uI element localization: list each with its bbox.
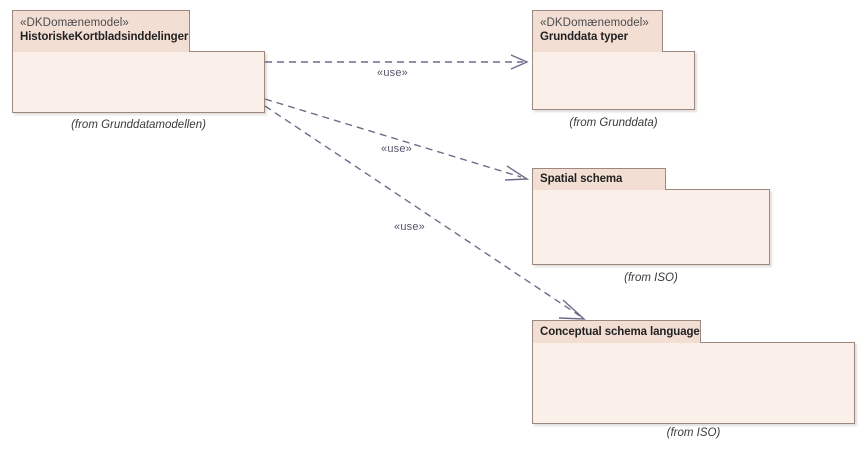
connector-label-use-conceptual-schema-language: «use» — [394, 221, 425, 233]
package-body[interactable] — [532, 342, 855, 424]
connector-use-spatial-schema[interactable] — [264, 98, 530, 181]
package-tab[interactable]: Spatial schema — [532, 168, 666, 190]
package-tab[interactable]: Conceptual schema language — [532, 320, 701, 343]
package-body[interactable] — [12, 51, 265, 113]
package-stereotype: «DKDomænemodel» — [540, 17, 649, 29]
package-stereotype: «DKDomænemodel» — [20, 17, 129, 29]
package-caption: (from Grunddatamodellen) — [71, 119, 206, 131]
package-name: Spatial schema — [540, 173, 623, 185]
package-tab[interactable]: «DKDomænemodel» Grunddata typer — [532, 10, 663, 52]
package-name: Conceptual schema language — [540, 326, 700, 338]
connector-label-use-spatial-schema: «use» — [381, 143, 412, 155]
package-caption: (from Grunddata) — [569, 117, 658, 129]
package-tab[interactable]: «DKDomænemodel» HistoriskeKortbladsindde… — [12, 10, 190, 52]
package-caption: (from ISO) — [624, 272, 678, 284]
package-body[interactable] — [532, 51, 695, 110]
package-body[interactable] — [532, 189, 770, 265]
package-name: Grunddata typer — [540, 31, 628, 43]
package-caption: (from ISO) — [666, 427, 721, 439]
package-name: HistoriskeKortbladsinddelinger — [20, 31, 189, 43]
connector-label-use-grunddata-typer: «use» — [377, 67, 408, 79]
